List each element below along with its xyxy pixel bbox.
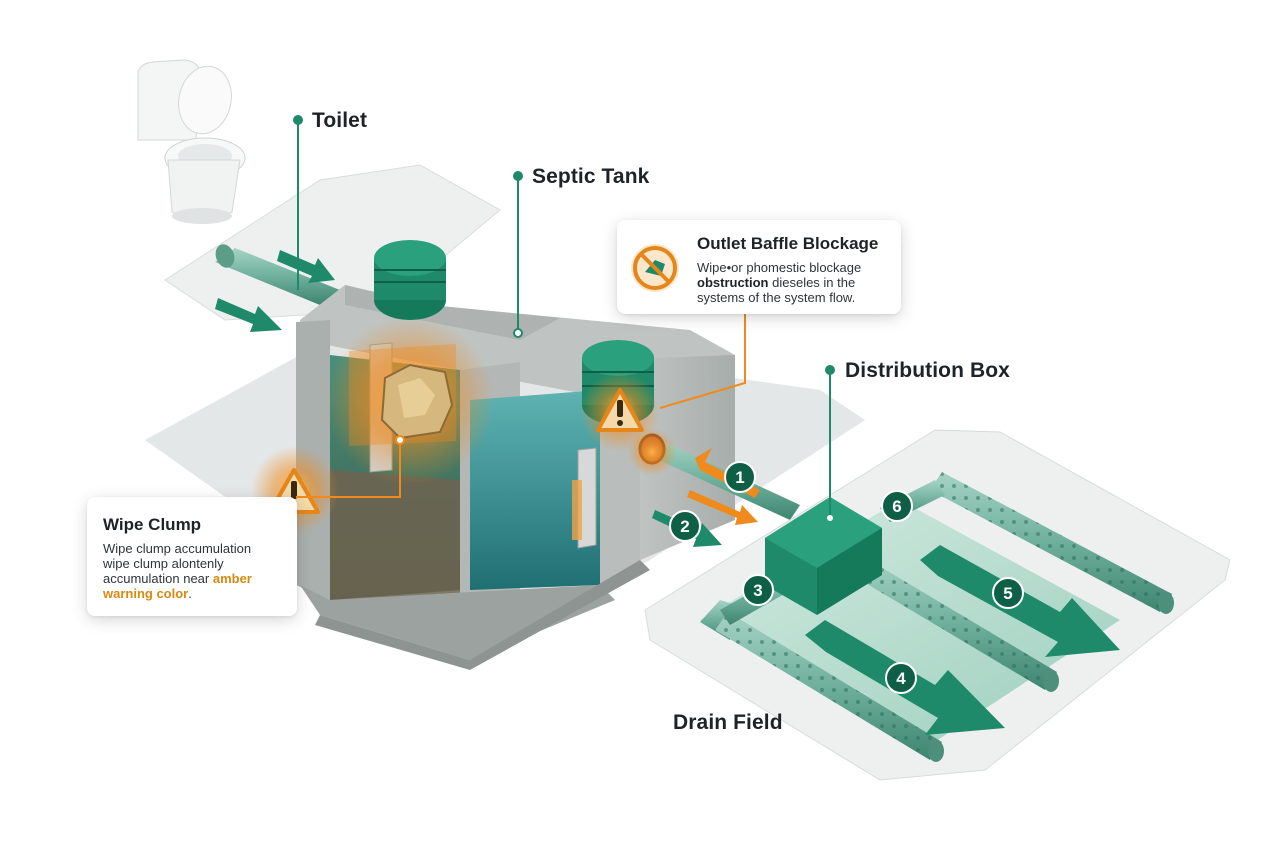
access-lid-inlet bbox=[374, 240, 446, 320]
flow-step-3: 3 bbox=[742, 574, 774, 606]
wipe-clump-line-4-highlight: warning color bbox=[103, 586, 189, 601]
flow-step-5-number: 5 bbox=[1003, 584, 1012, 603]
wipe-clump-line-4: warning color. bbox=[103, 586, 289, 601]
outlet-baffle-line-2-bold: obstruction bbox=[697, 275, 769, 290]
outlet-baffle-title: Outlet Baffle Blockage bbox=[697, 234, 879, 253]
wipe-clump-line-3: accumulation near amber bbox=[103, 571, 289, 586]
flow-step-6-number: 6 bbox=[892, 497, 901, 516]
outlet-baffle-callout: Outlet Baffle Blockage Wipe•or phomestic… bbox=[617, 220, 901, 314]
flow-step-2: 2 bbox=[669, 510, 701, 542]
toilet-illustration bbox=[137, 59, 246, 224]
inlet-trench bbox=[164, 164, 501, 321]
flow-step-6: 6 bbox=[881, 490, 913, 522]
wipe-clump-line-1: Wipe clump accumulation bbox=[103, 541, 252, 556]
flow-step-5: 5 bbox=[992, 577, 1024, 609]
warning-triangle-icon bbox=[596, 388, 644, 432]
distribution-box bbox=[765, 497, 882, 615]
distribution-box-label: Distribution Box bbox=[845, 359, 1010, 382]
wipe-clump-callout: Wipe Clump Wipe clump accumulation wipe … bbox=[87, 497, 297, 616]
flow-step-3-number: 3 bbox=[753, 581, 762, 600]
inlet-pipe bbox=[215, 244, 340, 305]
flow-step-1: 1 bbox=[724, 461, 756, 493]
outlet-baffle-line-2: obstruction dieseles in the bbox=[697, 275, 893, 290]
flow-step-2-number: 2 bbox=[680, 517, 689, 536]
wipe-clump-line-4-suffix: . bbox=[188, 586, 192, 601]
outlet-baffle-text: Wipe•or phomestic blockage obstruction d… bbox=[697, 260, 893, 305]
wipe-clump-line-3-prefix: accumulation near bbox=[103, 571, 213, 586]
wipe-clump-text: Wipe clump accumulation wipe clump alont… bbox=[103, 541, 289, 601]
outlet-baffle-line-3: systems of the system flow. bbox=[697, 290, 856, 305]
flow-step-4: 4 bbox=[885, 662, 917, 694]
inlet-flow-arrows bbox=[215, 250, 335, 332]
flow-step-4-number: 4 bbox=[896, 669, 906, 688]
drain-field-label: Drain Field bbox=[673, 711, 783, 734]
flow-step-1-number: 1 bbox=[735, 468, 744, 487]
drain-pipes bbox=[700, 472, 1174, 762]
warning-glow-outlet bbox=[628, 428, 676, 476]
toilet-label: Toilet bbox=[312, 109, 368, 132]
wipe-clump-title: Wipe Clump bbox=[103, 515, 202, 534]
wipe-clump bbox=[380, 363, 454, 440]
septic-tank-label: Septic Tank bbox=[532, 165, 650, 188]
outlet-baffle-line-2-rest: dieseles in the bbox=[768, 275, 856, 290]
leader-lines bbox=[293, 115, 835, 515]
wipe-clump-line-3-highlight: amber bbox=[212, 571, 252, 586]
prohibited-wipes-icon bbox=[629, 242, 681, 294]
wipe-clump-line-2: wipe clump alontenly bbox=[103, 556, 224, 571]
outlet-baffle-line-1: Wipe•or phomestic blockage bbox=[697, 260, 862, 275]
